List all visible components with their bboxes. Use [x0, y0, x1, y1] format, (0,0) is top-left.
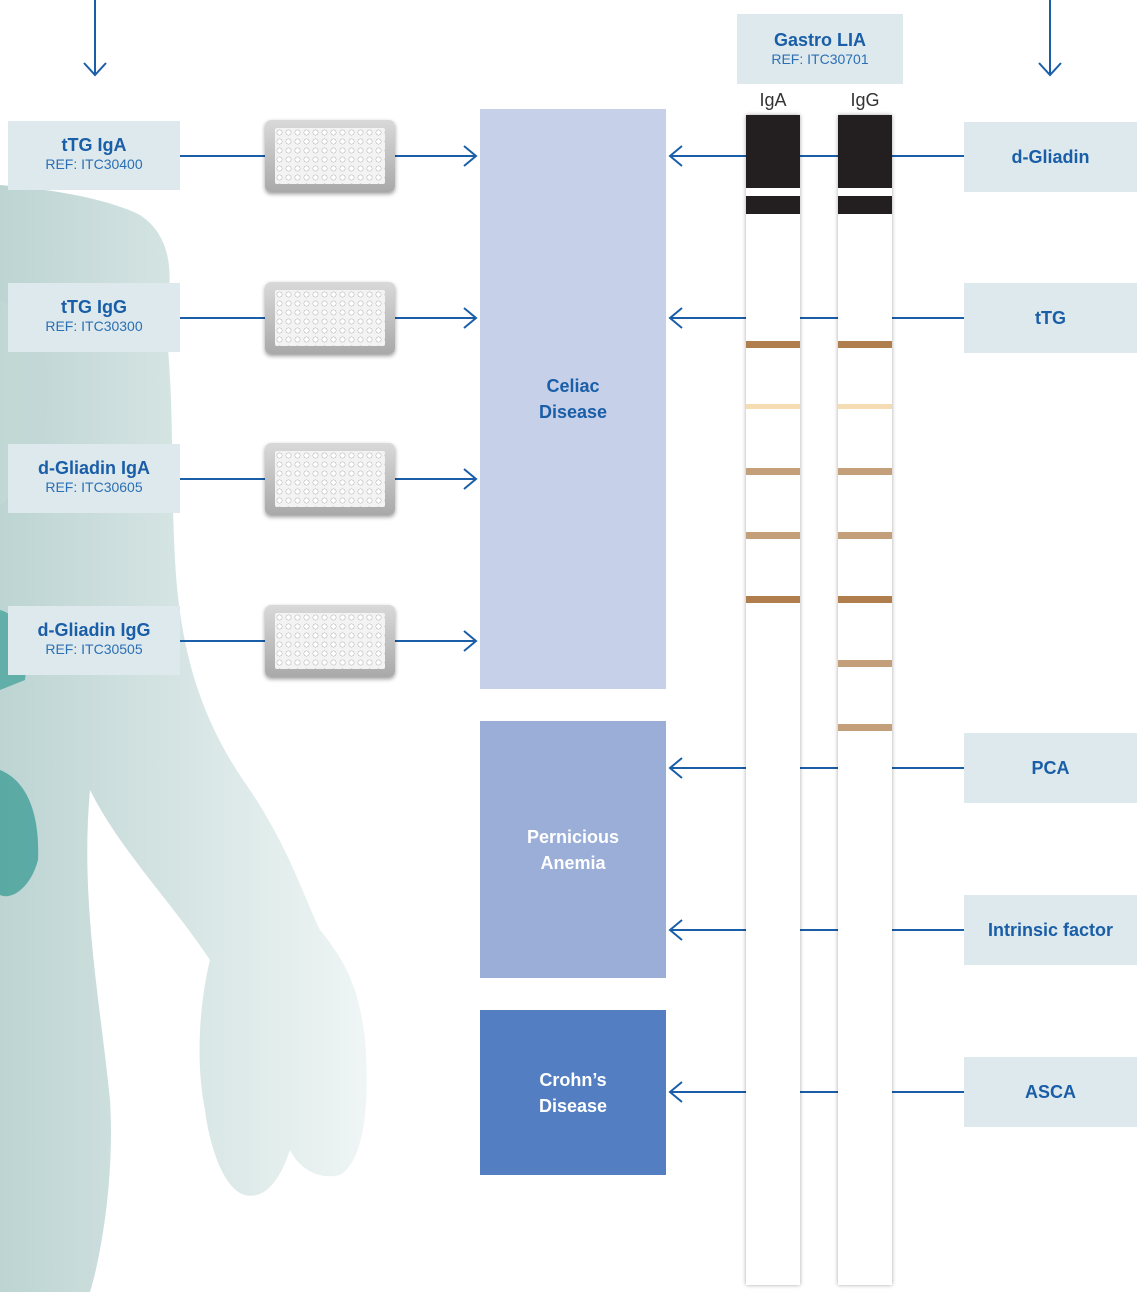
disease-label-line: Pernicious: [527, 827, 619, 847]
lia-panel-header: Gastro LIA REF: ITC30701: [737, 14, 903, 84]
strip-band: [746, 532, 800, 539]
strip-band: [838, 596, 892, 603]
antigen-name: PCA: [1031, 758, 1069, 779]
strip-band: [838, 404, 892, 409]
antigen-label: d-Gliadin: [964, 122, 1137, 192]
antigen-label: ASCA: [964, 1057, 1137, 1127]
antigen-label: PCA: [964, 733, 1137, 803]
strip-band: [838, 660, 892, 667]
antigen-label: Intrinsic factor: [964, 895, 1137, 965]
elisa-test-ref: REF: ITC30605: [8, 479, 180, 495]
lia-panel-title: Gastro LIA: [737, 30, 903, 51]
microplate-icon: [265, 605, 395, 677]
strip-band: [746, 468, 800, 475]
elisa-test-label: tTG IgA REF: ITC30400: [8, 121, 180, 190]
strip-label-iga: IgA: [746, 90, 800, 111]
disease-label-line: Disease: [539, 402, 607, 422]
antigen-name: ASCA: [1025, 1082, 1076, 1103]
down-arrow-icon: [1035, 0, 1065, 80]
strip-band: [838, 532, 892, 539]
elisa-test-label: d-Gliadin IgG REF: ITC30505: [8, 606, 180, 675]
disease-label-line: Crohn’s: [539, 1070, 606, 1090]
strip-label-igg: IgG: [838, 90, 892, 111]
strip-control-band: [838, 115, 892, 188]
strip-band: [746, 596, 800, 603]
antigen-name: Intrinsic factor: [988, 920, 1113, 941]
antigen-name: tTG: [1035, 308, 1066, 329]
disease-label-line: Celiac: [546, 376, 599, 396]
elisa-test-label: tTG IgG REF: ITC30300: [8, 283, 180, 352]
elisa-test-name: tTG IgA: [8, 135, 180, 156]
lia-strip-igg: [838, 115, 892, 1285]
antigen-name: d-Gliadin: [1012, 147, 1090, 168]
lia-panel-ref: REF: ITC30701: [737, 51, 903, 67]
elisa-test-name: d-Gliadin IgG: [8, 620, 180, 641]
antigen-label: tTG: [964, 283, 1137, 353]
elisa-test-name: tTG IgG: [8, 297, 180, 318]
strip-band: [746, 341, 800, 348]
microplate-icon: [265, 120, 395, 192]
lia-strip-iga: [746, 115, 800, 1285]
strip-band: [746, 404, 800, 409]
strip-control-band: [746, 196, 800, 214]
elisa-test-label: d-Gliadin IgA REF: ITC30605: [8, 444, 180, 513]
strip-band: [838, 724, 892, 731]
microplate-icon: [265, 443, 395, 515]
elisa-test-name: d-Gliadin IgA: [8, 458, 180, 479]
lia-connectors: [660, 0, 980, 1200]
strip-control-band: [746, 115, 800, 188]
elisa-test-ref: REF: ITC30505: [8, 641, 180, 657]
strip-control-band: [838, 196, 892, 214]
disease-label-line: Anemia: [540, 853, 605, 873]
disease-label-line: Disease: [539, 1096, 607, 1116]
strip-band: [838, 468, 892, 475]
microplate-icon: [265, 282, 395, 354]
elisa-test-ref: REF: ITC30300: [8, 318, 180, 334]
elisa-test-ref: REF: ITC30400: [8, 156, 180, 172]
strip-band: [838, 341, 892, 348]
